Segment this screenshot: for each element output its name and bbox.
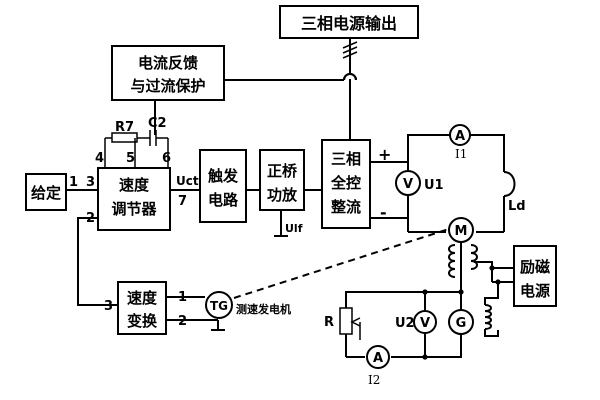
ld-inductor — [503, 171, 516, 197]
trigger-label-2: 电路 — [208, 191, 239, 209]
excitation-supply-block — [513, 245, 557, 307]
three-phase-marks — [342, 41, 358, 59]
pin-4-label: 4 — [95, 151, 104, 166]
conv-pin-2-label: 2 — [178, 314, 187, 329]
trigger-circuit-block — [199, 149, 247, 223]
excitation-coil-motor — [448, 244, 478, 278]
conv-pin-3-label: 3 — [104, 299, 113, 314]
excitation-label-1: 励磁 — [520, 258, 550, 276]
rectifier-label-2: 全控 — [330, 174, 361, 192]
minus-sign: - — [380, 203, 387, 222]
r7-label: R7 — [115, 120, 134, 135]
speed-converter-label-2: 变换 — [127, 312, 158, 330]
u2-label: U2 — [395, 316, 415, 331]
feedback-wire — [224, 73, 357, 81]
i1-label: I1 — [455, 147, 467, 161]
speed-regulator-label-1: 速度 — [119, 176, 150, 194]
c2-label: C2 — [148, 116, 167, 131]
rectifier-label-3: 整流 — [331, 198, 361, 216]
motor-symbol: M — [455, 224, 468, 239]
voltmeter-u2-icon — [413, 310, 437, 334]
power-output-block — [279, 5, 419, 39]
generator-loop-wire — [391, 334, 462, 358]
excitation-coil-generator — [484, 304, 492, 330]
generator-icon — [448, 309, 474, 335]
pin-2-label: 2 — [86, 211, 95, 226]
pin-3-label: 3 — [86, 175, 95, 190]
voltmeter-u1-symbol: V — [403, 177, 413, 192]
ulf-label: Ulf — [285, 222, 303, 235]
voltmeter-u1-icon — [395, 170, 421, 196]
excitation-label-2: 电源 — [520, 282, 550, 300]
mechanical-coupling — [233, 227, 453, 299]
r-label: R — [324, 315, 334, 330]
tg-caption: 测速发电机 — [236, 302, 291, 316]
speed-regulator-label-2: 调节器 — [111, 200, 157, 218]
conv-pin-1-label: 1 — [178, 290, 187, 305]
armature-plus-wire — [370, 134, 451, 163]
rectifier-label-1: 三相 — [331, 150, 361, 168]
generator-symbol: G — [456, 316, 467, 331]
power-output-label: 三相电源输出 — [301, 14, 397, 33]
motor-icon — [448, 217, 474, 243]
speed-regulator-block — [97, 167, 171, 231]
bridge-label-1: 正桥 — [267, 162, 298, 180]
pin-7-label: 7 — [178, 194, 187, 209]
speed-converter-label-1: 速度 — [127, 289, 158, 307]
setpoint-block — [25, 173, 67, 211]
feedback-label-2: 与过流保护 — [130, 77, 205, 95]
tachogenerator-icon — [205, 291, 233, 319]
speed-converter-block — [117, 281, 167, 335]
pin-1-label: 1 — [69, 175, 78, 190]
setpoint-label: 给定 — [31, 184, 61, 202]
pin-5-label: 5 — [126, 151, 135, 166]
pin-6-label: 6 — [162, 151, 171, 166]
u1-label: U1 — [424, 178, 444, 193]
ld-label: Ld — [508, 199, 526, 214]
rc-feedback-network — [104, 130, 169, 168]
uct-label: Uct — [176, 174, 199, 188]
bridge-label-2: 功放 — [267, 186, 298, 204]
r-variable-resistor — [339, 307, 353, 335]
i2-label: I2 — [368, 373, 380, 387]
rectifier-block — [321, 139, 371, 229]
ammeter-i1-icon — [449, 124, 471, 146]
ammeter-i1-symbol: A — [455, 129, 465, 144]
trigger-label-1: 触发 — [208, 167, 239, 185]
ammeter-i2-icon — [366, 345, 390, 369]
speed-feedback-wire — [77, 217, 118, 306]
bridge-amp-block — [259, 149, 305, 211]
ammeter-i2-symbol: A — [373, 351, 383, 366]
tg-symbol: TG — [210, 299, 228, 313]
plus-sign: + — [378, 145, 391, 164]
voltmeter-u2-symbol: V — [420, 316, 430, 331]
feedback-label-1: 电流反馈 — [138, 54, 198, 72]
feedback-block — [111, 45, 225, 101]
